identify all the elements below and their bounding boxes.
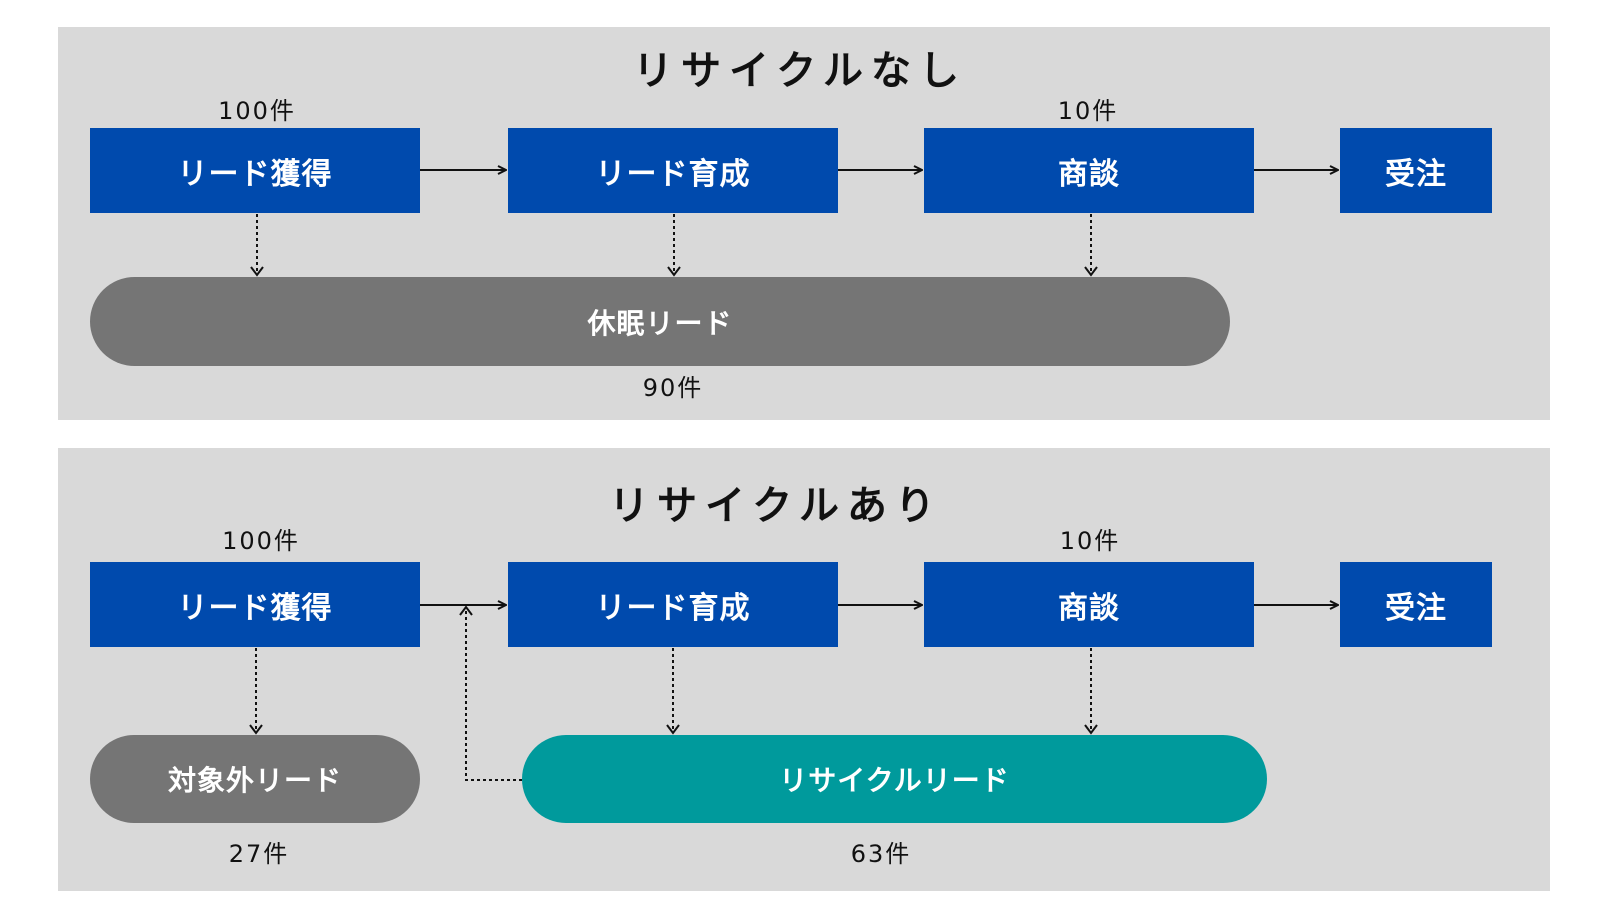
count-acquisition-bottom: 100件 xyxy=(222,527,300,555)
count-acquisition-top: 100件 xyxy=(218,97,296,125)
count-excluded: 27件 xyxy=(228,840,290,868)
dotted-acq-to-excluded-head xyxy=(249,724,263,735)
dotted-recycle-loop-head xyxy=(459,605,473,616)
count-dormant: 90件 xyxy=(642,374,704,402)
count-negotiation-top: 10件 xyxy=(1057,97,1119,125)
dotted-nego-to-dormant-head xyxy=(1084,266,1098,277)
step-order-bottom: 受注 xyxy=(1340,562,1492,647)
title-without-recycle: リサイクルなし xyxy=(633,48,967,94)
step-lead-nurturing-bottom: リード育成 xyxy=(508,562,838,647)
dotted-nurture-to-dormant-head xyxy=(667,266,681,277)
dotted-nego-to-recycle-head xyxy=(1084,724,1098,735)
count-negotiation-bottom: 10件 xyxy=(1059,527,1121,555)
count-recycle: 63件 xyxy=(850,840,912,868)
step-lead-acquisition-bottom: リード獲得 xyxy=(90,562,420,647)
step-order-top: 受注 xyxy=(1340,128,1492,213)
title-with-recycle: リサイクルあり xyxy=(609,483,943,529)
dotted-recycle-loop xyxy=(465,610,522,781)
step-negotiation-bottom: 商談 xyxy=(924,562,1254,647)
step-lead-nurturing-top: リード育成 xyxy=(508,128,838,213)
step-negotiation-top: 商談 xyxy=(924,128,1254,213)
excluded-lead-pill: 対象外リード xyxy=(90,735,420,823)
dotted-acq-to-dormant-head xyxy=(250,266,264,277)
dotted-nurture-to-recycle-head xyxy=(666,724,680,735)
step-lead-acquisition-top: リード獲得 xyxy=(90,128,420,213)
recycle-lead-pill: リサイクルリード xyxy=(522,735,1267,823)
dormant-lead-pill: 休眠リード xyxy=(90,277,1230,366)
